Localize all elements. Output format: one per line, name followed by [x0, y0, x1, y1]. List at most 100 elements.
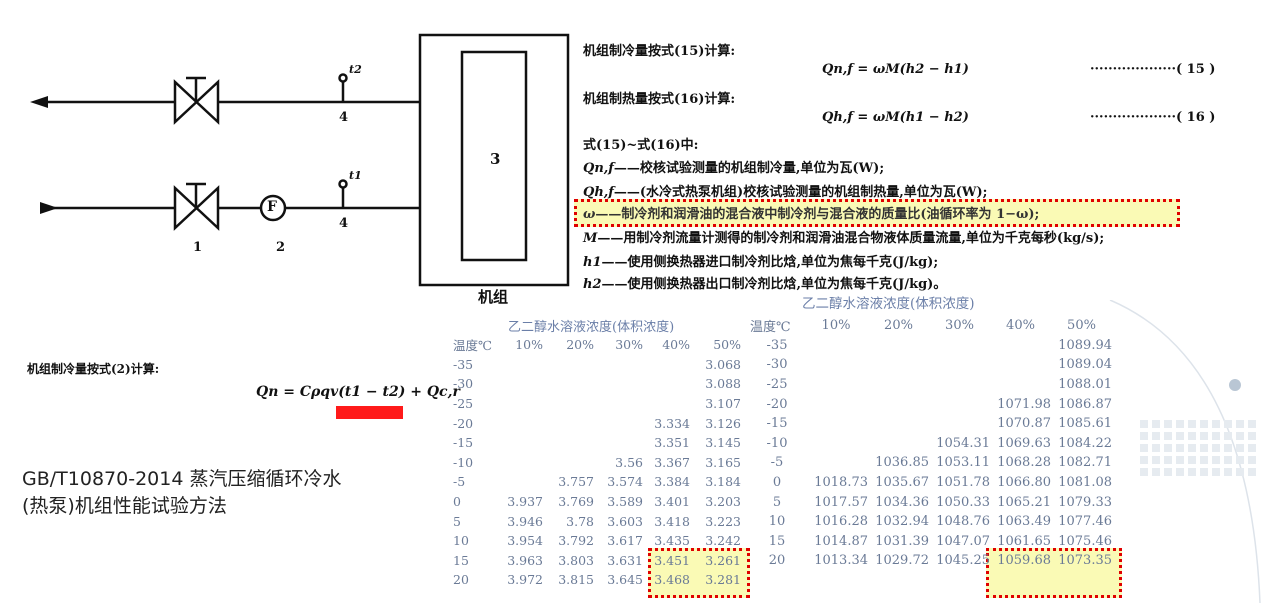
- value-cell: [643, 355, 690, 375]
- value-cell: [594, 433, 643, 453]
- value-cell: 1016.28: [814, 514, 868, 530]
- value-cell: 1089.04: [1058, 357, 1112, 373]
- value-cell: 3.418: [654, 513, 690, 529]
- heating-equation: Qh,f = ωM(h1 − h2): [822, 110, 969, 125]
- flow-meter-icon: [259, 194, 287, 222]
- value-cell: 3.145: [705, 435, 741, 451]
- value-cell: [804, 434, 868, 454]
- value-cell: [499, 453, 543, 473]
- def-row: Qh,f——(水冷式热泵机组)校核试验测量的机组制热量,单位为瓦(W);: [583, 181, 987, 200]
- value-cell: [929, 355, 990, 375]
- cooling2-equation: Qn = Cρqv(t1 − t2) + Qc,r: [256, 384, 460, 400]
- value-cell: 3.203: [705, 494, 741, 510]
- value-cell: 1077.46: [1058, 514, 1112, 530]
- caption-line-1: GB/T10870-2014 蒸汽压缩循环冷水: [22, 468, 342, 490]
- temp-cell: 5: [772, 494, 782, 510]
- value-cell: 3.165: [705, 454, 741, 470]
- value-cell: 1029.72: [875, 553, 929, 569]
- temp-cell: -30: [453, 376, 474, 392]
- sensor-bottom-number: 4: [339, 216, 349, 231]
- value-cell: 3.384: [654, 474, 690, 490]
- dot-leader: ···················: [1090, 62, 1176, 77]
- value-cell: 1051.78: [936, 475, 990, 491]
- value-cell: 3.401: [654, 494, 690, 510]
- value-cell: [594, 413, 643, 433]
- temp-cell: -10: [453, 454, 474, 470]
- value-cell: [929, 394, 990, 414]
- value-cell: [499, 413, 543, 433]
- table-row: -30 1089.04: [750, 355, 1112, 375]
- value-cell: 3.107: [705, 396, 741, 412]
- header-cell: 20%: [884, 318, 913, 334]
- cooling2-intro: 机组制冷量按式(2)计算:: [27, 362, 160, 376]
- temp-cell: 15: [453, 552, 469, 568]
- value-cell: [543, 394, 594, 414]
- temp-cell: -25: [453, 396, 474, 412]
- value-cell: 1089.94: [1058, 337, 1112, 353]
- value-cell: 1079.33: [1058, 494, 1112, 510]
- value-cell: 3.937: [507, 494, 543, 510]
- value-cell: 1017.57: [814, 494, 868, 510]
- value-cell: 1054.31: [936, 435, 990, 451]
- value-cell: [929, 336, 990, 356]
- meter-number-label: 2: [276, 240, 286, 255]
- value-cell: [868, 414, 929, 434]
- value-cell: [804, 394, 868, 414]
- header-cell: 50%: [1067, 318, 1096, 334]
- value-cell: 3.769: [558, 494, 594, 510]
- temp-cell: 5: [453, 513, 461, 529]
- def-symbol: h1: [583, 255, 602, 270]
- value-cell: [804, 414, 868, 434]
- temp-cell: 10: [453, 533, 469, 549]
- value-cell: 3.261: [705, 552, 741, 568]
- temp-cell: -30: [766, 357, 788, 373]
- value-cell: [499, 355, 543, 375]
- temp-cell: -5: [770, 455, 784, 471]
- value-cell: [499, 433, 543, 453]
- value-cell: 3.954: [507, 533, 543, 549]
- value-cell: 3.78: [566, 513, 594, 529]
- def-row: M——用制冷剂流量计测得的制冷剂和润滑油混合物液体质量流量,单位为千克每秒(kg…: [583, 227, 1104, 246]
- value-cell: [543, 355, 594, 375]
- value-cell: 1065.21: [997, 494, 1051, 510]
- value-cell: 3.603: [607, 513, 643, 529]
- value-cell: [990, 355, 1051, 375]
- value-cell: 1070.87: [997, 416, 1051, 432]
- def-symbol: M: [583, 231, 598, 246]
- def-text: ——(水冷式热泵机组)校核试验测量的机组制热量,单位为瓦(W);: [613, 185, 988, 200]
- value-cell: 1032.94: [875, 514, 929, 530]
- table-header-row: 温度℃ 10% 20% 30% 40% 50%: [453, 335, 741, 355]
- value-cell: [929, 414, 990, 434]
- value-cell: 3.631: [607, 552, 643, 568]
- value-cell: [594, 374, 643, 394]
- table2-title: 乙二醇水溶液浓度(体积浓度): [802, 296, 975, 312]
- value-cell: 3.617: [607, 533, 643, 549]
- heating-intro: 机组制热量按式(16)计算:: [583, 92, 736, 107]
- value-cell: [643, 374, 690, 394]
- def-row: Qn,f——校核试验测量的机组制冷量,单位为瓦(W);: [583, 157, 884, 176]
- value-cell: 1045.25: [936, 553, 990, 569]
- value-cell: 1014.87: [814, 533, 868, 549]
- piping-diagram: [30, 33, 570, 287]
- value-cell: 3.963: [507, 552, 543, 568]
- value-cell: 1071.98: [997, 396, 1051, 412]
- value-cell: [499, 394, 543, 414]
- value-cell: [868, 336, 929, 356]
- temp-cell: 0: [453, 494, 461, 510]
- def-symbol: Qh,f: [583, 185, 614, 200]
- value-cell: 1073.35: [1058, 553, 1112, 569]
- temp-cell: 20: [768, 553, 786, 569]
- header-cell: 20%: [566, 337, 594, 353]
- value-cell: [594, 394, 643, 414]
- header-cell: 温度℃: [453, 338, 492, 354]
